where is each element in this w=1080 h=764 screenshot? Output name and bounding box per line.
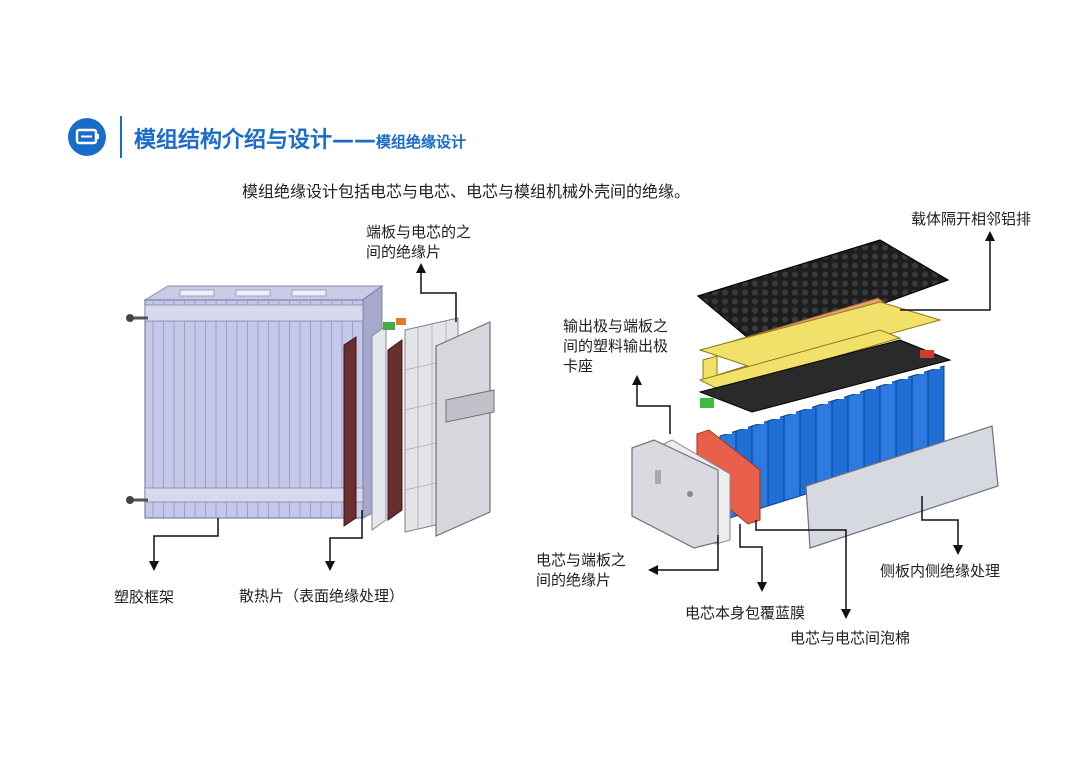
label-plastic-frame: 塑胶框架 [114,588,175,606]
busbar-carrier [698,339,952,413]
label-carrier: 载体隔开相邻铝排 [911,210,1032,228]
label-output-holder: 输出极与端板之 间的塑料输出极 卡座 [563,316,668,376]
cell-terminal [724,430,732,434]
label-heat-sink: 散热片（表面绝缘处理） [239,587,405,605]
blue-cell [831,395,849,487]
blue-cell-stack [719,365,945,522]
label-endplate-sheet-line2: 间的绝缘片 [366,243,442,261]
label-side-plate: 侧板内侧绝缘处理 [880,562,1001,580]
label-blue-film: 电芯本身包覆蓝膜 [685,604,806,622]
intro-text: 模组绝缘设计包括电芯与电芯、电芯与模组机械外壳间的绝缘。 [242,182,691,201]
blue-cell [815,400,833,492]
side-insulation-plate [805,425,999,549]
blue-cell [799,405,817,497]
label-endplate-sheet: 端板与电芯的之 间的绝缘片 [366,222,471,262]
cell-terminal [772,415,780,419]
label-output-holder-line3: 卡座 [563,357,594,375]
label-output-holder-line2: 间的塑料输出极 [563,337,669,355]
cell-terminal [900,375,908,379]
cell-terminal [884,380,892,384]
right-leader-lines [632,231,995,619]
end-plate-grid [383,317,495,537]
blue-cell [783,410,801,502]
label-output-holder-line1: 输出极与端板之 [563,317,669,335]
label-foam: 电芯与电芯间泡棉 [790,629,911,647]
page-title-main: 模组结构介绍与设计—— [134,128,377,153]
cell-terminal [852,390,860,394]
page-title-sub: 模组绝缘设计 [376,133,467,151]
label-cell-endplate: 电芯与端板之 间的绝缘片 [536,550,626,590]
yellow-holder [698,301,942,391]
cell-terminal [836,395,844,399]
label-endplate-sheet-line1: 端板与电芯的之 [366,223,472,241]
cell-terminal [740,425,748,429]
cell-terminal [804,405,812,409]
header-divider [120,116,122,158]
label-cell-endplate-line1: 电芯与端板之 [536,551,627,569]
blue-cell [767,415,785,507]
heat-sink-sheets [343,325,403,531]
page-title: 模组结构介绍与设计——模组绝缘设计 [134,122,466,154]
left-leader-lines [149,263,457,571]
carrier-plate [696,239,950,349]
cell-terminal [820,400,828,404]
cell-terminal [868,385,876,389]
cell-terminal [932,365,940,369]
cell-terminal [916,370,924,374]
battery-icon [68,118,106,156]
cell-terminal [788,410,796,414]
label-cell-endplate-line2: 间的绝缘片 [536,571,612,589]
cell-terminal [756,420,764,424]
